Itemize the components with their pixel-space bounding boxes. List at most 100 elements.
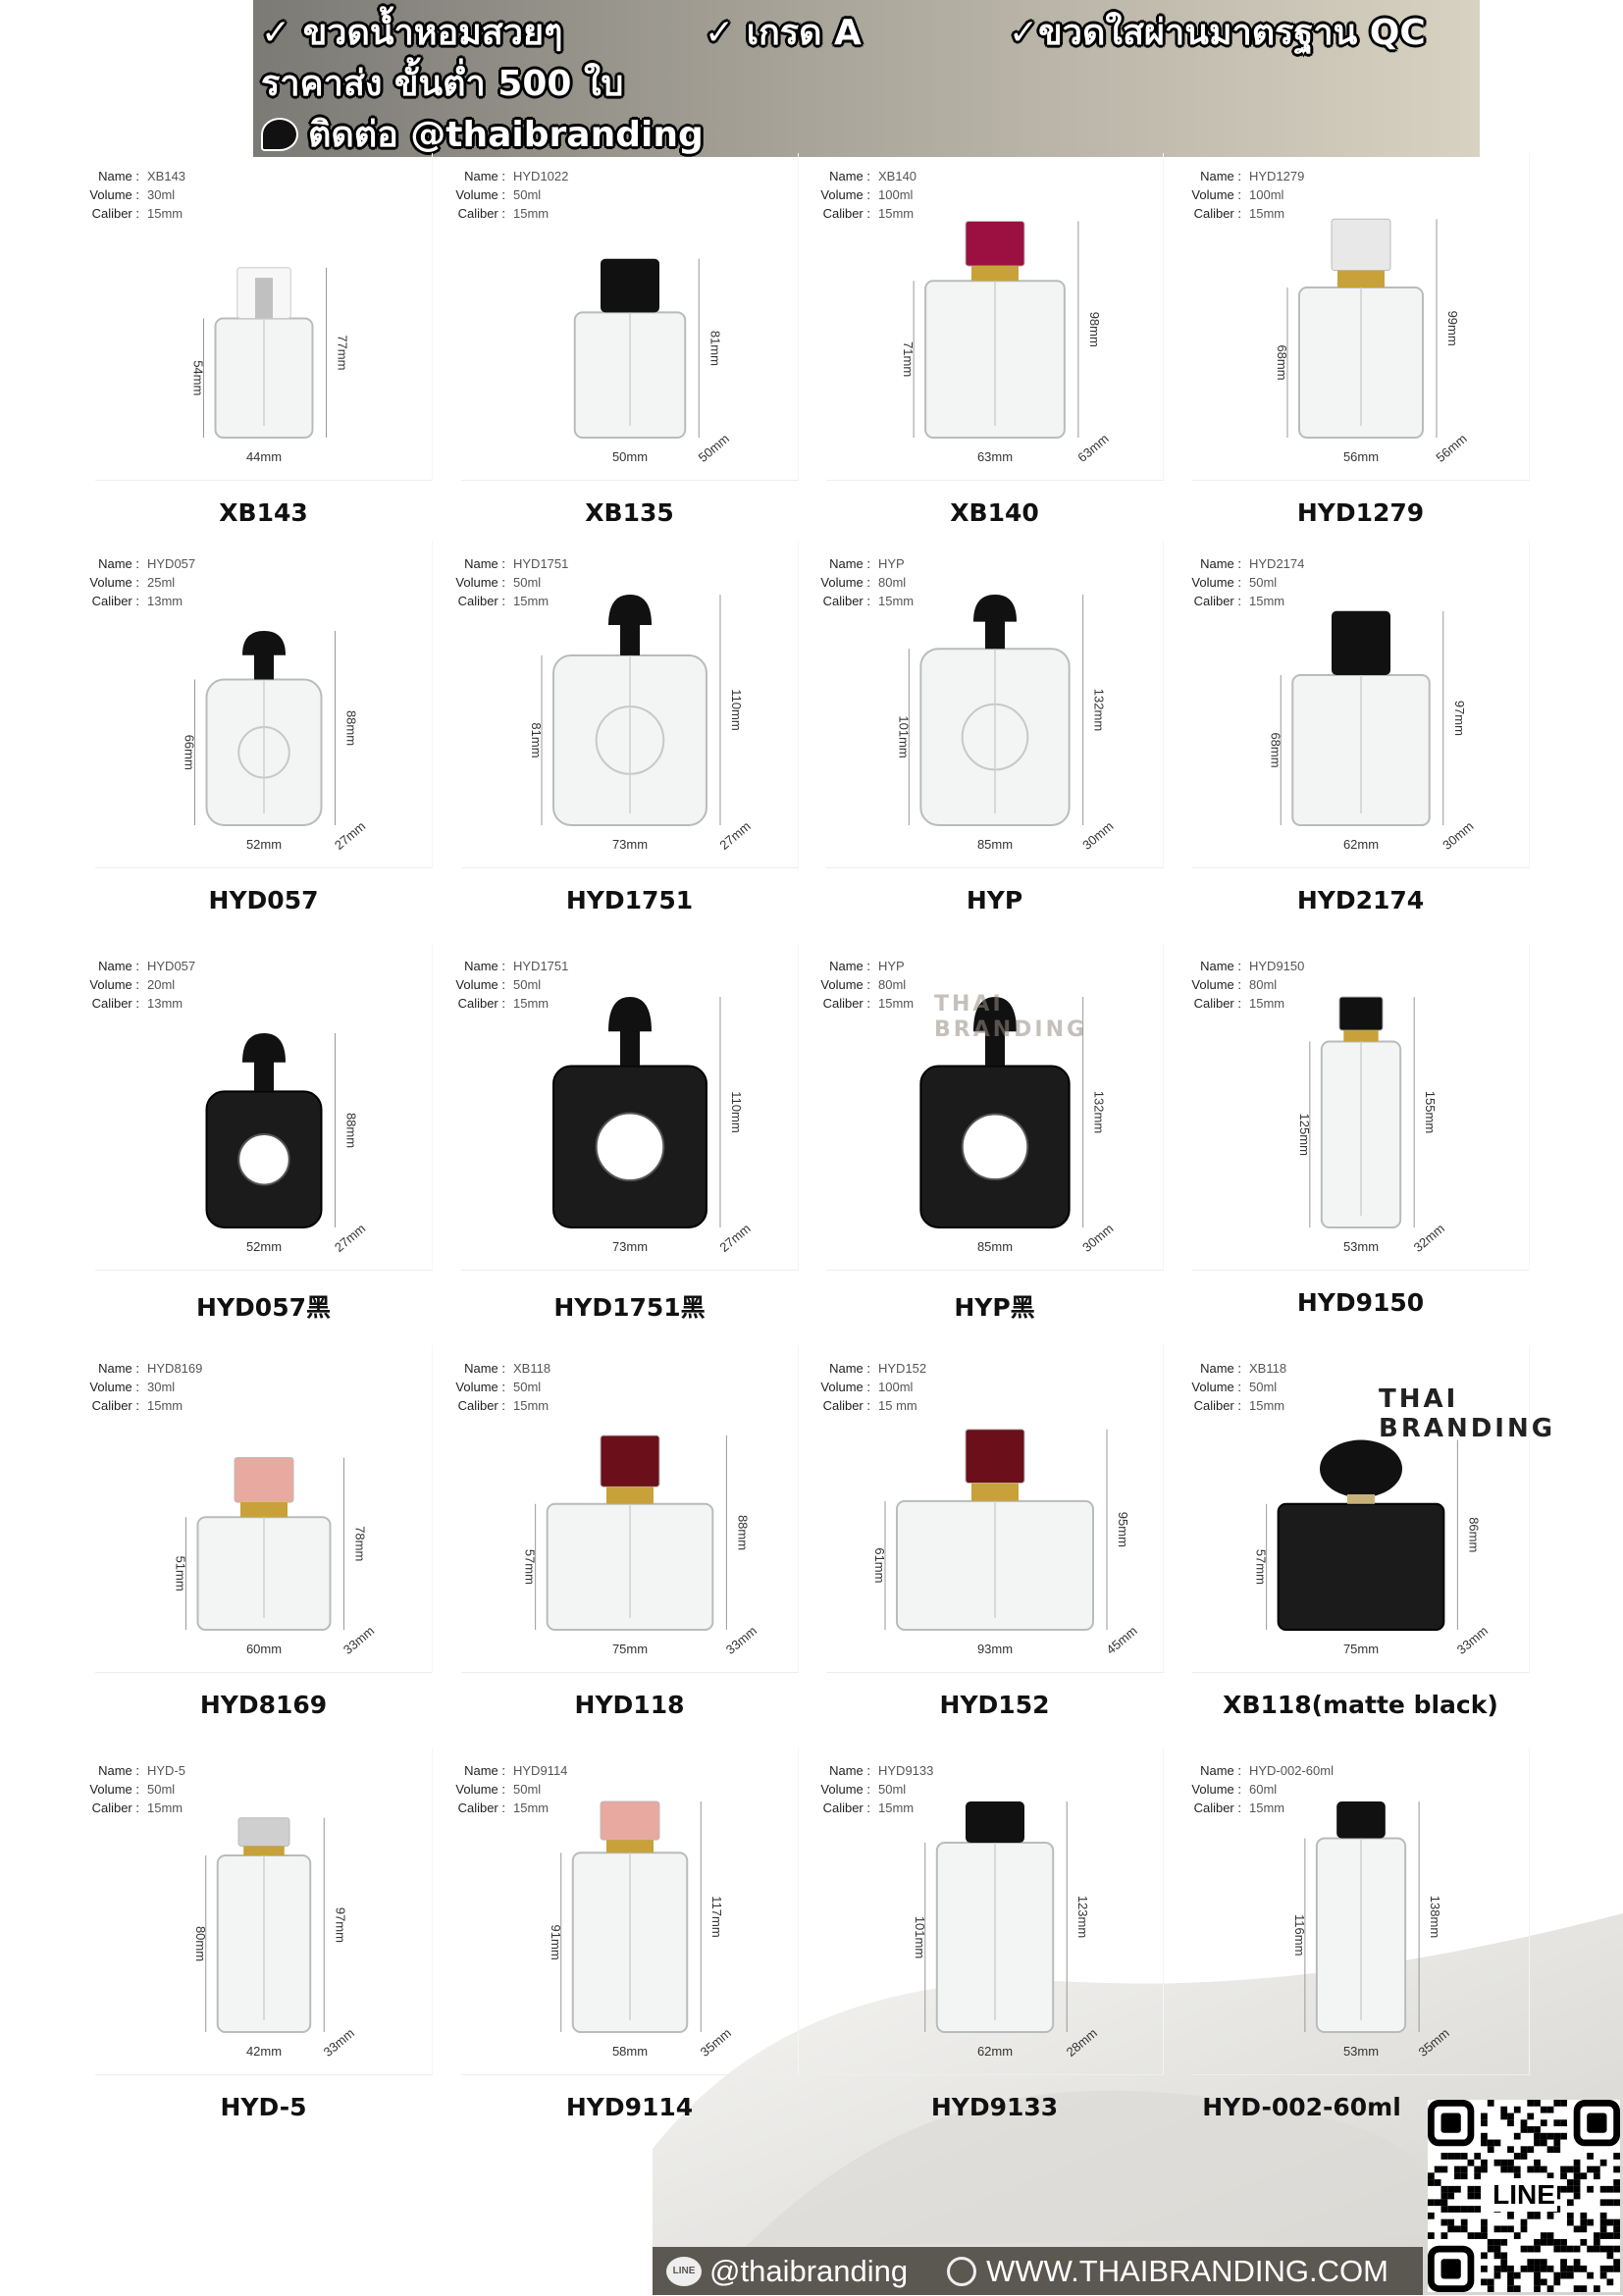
spec-value: 15mm [1249, 206, 1285, 221]
total-height-label: 88mm [735, 1515, 750, 1550]
banner-feature-grade: ✓ เกรด A [705, 13, 862, 53]
spec-value: HYP [878, 556, 905, 571]
spec-key: Volume : [455, 1380, 505, 1394]
width-label: 52mm [246, 837, 282, 852]
spec-row-caliber: Caliber :15mm [1173, 204, 1304, 223]
total-height-label: 77mm [336, 335, 350, 370]
bottle-cap [234, 1457, 294, 1518]
spec-row-caliber: Caliber :15mm [437, 204, 568, 223]
spec-value: XB118 [1249, 1361, 1287, 1376]
product-code-label: HYD118 [574, 1691, 685, 1719]
spec-key: Name : [98, 556, 139, 571]
spec-key: Name : [829, 959, 870, 973]
product-code-label: XB143 [219, 498, 308, 527]
depth-label: 28mm [1064, 2025, 1100, 2060]
spec-value: 30ml [147, 1380, 176, 1394]
spec-key: Caliber : [822, 996, 870, 1011]
spec-row-name: Name :HYD9133 [802, 1761, 933, 1780]
width-label: 50mm [612, 449, 648, 464]
spec-row-name: Name :HYD9150 [1173, 957, 1304, 975]
bottle-cap [973, 997, 1017, 1067]
spec-row-name: Name :HYP [802, 554, 914, 573]
width-label: 75mm [612, 1642, 648, 1656]
spec-value: HYD9133 [878, 1763, 934, 1778]
bottle-cap [1332, 610, 1390, 675]
banner-contact[interactable]: ติดต่อ @thaibranding [261, 106, 704, 162]
product-code-label: XB118(matte black) [1223, 1691, 1498, 1719]
bottle-cap [236, 267, 291, 319]
spec-key: Name : [464, 959, 505, 973]
spec-key: Name : [1200, 1763, 1241, 1778]
qr-pattern [1428, 2100, 1621, 2293]
line-handle-link[interactable]: @thaibranding [709, 2253, 909, 2288]
total-height-label: 99mm [1445, 311, 1460, 346]
depth-label: 27mm [716, 818, 753, 853]
depth-label: 30mm [1079, 818, 1116, 853]
product-code-label: HYD057黑 [196, 1293, 331, 1322]
spec-value: 100ml [878, 187, 914, 202]
promo-banner: ✓ ขวดน้ำหอมสวยๆ ✓ เกรด A ✓ขวดใสผ่านมาตรฐ… [253, 0, 1480, 157]
spec-key: Caliber : [822, 1800, 870, 1815]
spec-row-caliber: Caliber :15mm [802, 994, 915, 1013]
spec-value: 100ml [1249, 187, 1284, 202]
banner-feature-qc: ✓ขวดใสผ่านมาตรฐาน QC [1009, 13, 1426, 53]
depth-label: 33mm [340, 1623, 377, 1657]
spec-key: Volume : [89, 977, 139, 992]
spec-row-caliber: Caliber :15mm [1173, 1396, 1286, 1415]
spec-value: HYD1751 [513, 556, 569, 571]
banner-feature-beautiful: ✓ ขวดน้ำหอมสวยๆ [261, 13, 563, 53]
website-link[interactable]: WWW.THAIBRANDING.COM [986, 2253, 1388, 2288]
spec-key: Name : [829, 169, 870, 183]
bottle-cap [242, 631, 286, 680]
spec-row-caliber: Caliber :15mm [1173, 1799, 1334, 1817]
bottle-cap [600, 1435, 660, 1504]
bottle-cap [600, 1800, 660, 1853]
spec-value: HYD9114 [513, 1763, 568, 1778]
line-qr-code[interactable]: LINE [1428, 2100, 1621, 2293]
spec-value: 50ml [513, 1782, 542, 1797]
product-code-label: XB140 [950, 498, 1039, 527]
total-height-label: 117mm [709, 1896, 724, 1937]
spec-row-name: Name :HYD152 [802, 1359, 926, 1378]
total-height-label: 132mm [1092, 1091, 1107, 1133]
spec-value: 50ml [513, 187, 542, 202]
total-height-label: 97mm [333, 1907, 347, 1943]
spec-value: XB143 [147, 169, 186, 183]
bottle-body [1277, 1502, 1445, 1631]
spec-row-name: Name :HYD057 [71, 957, 195, 975]
depth-label: 27mm [716, 1221, 753, 1255]
spec-key: Caliber : [822, 206, 870, 221]
bottle-cap [1336, 1801, 1386, 1839]
spec-value: HYD8169 [147, 1361, 203, 1376]
product-code-label: HYD1751 [565, 886, 694, 914]
spec-row-volume: Volume :25ml [71, 573, 195, 592]
